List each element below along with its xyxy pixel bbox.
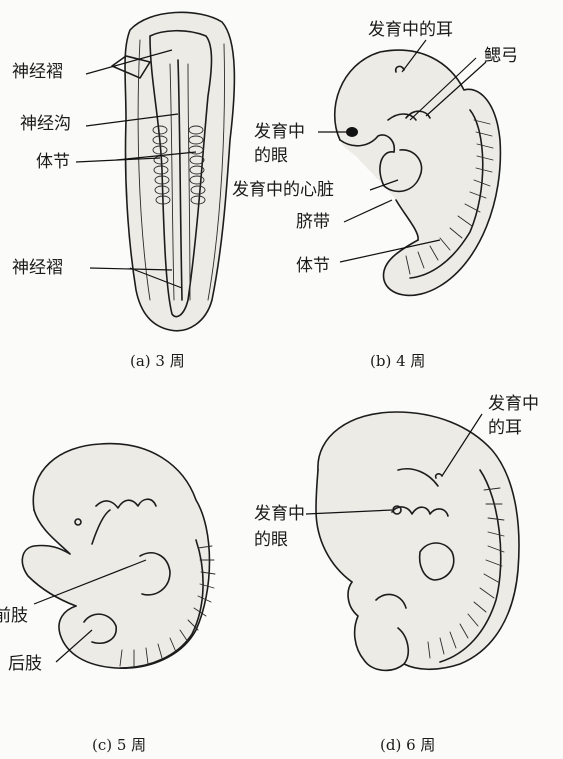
label-developing-ear-d-line2: 的耳 bbox=[488, 418, 522, 438]
caption-week-4: (b) 4 周 bbox=[370, 352, 425, 370]
label-neural-fold-top: 神经褶 bbox=[12, 62, 63, 82]
label-developing-eye-d-line1: 发育中 bbox=[254, 504, 305, 524]
embryo-week-4-drawing bbox=[318, 40, 500, 295]
label-developing-ear-b: 发育中的耳 bbox=[368, 20, 453, 40]
label-forelimb: 前肢 bbox=[0, 606, 28, 626]
caption-week-6: (d) 6 周 bbox=[380, 736, 435, 754]
embryo-week-3-drawing bbox=[76, 12, 234, 330]
label-developing-eye-b-line2: 的眼 bbox=[254, 146, 288, 166]
label-branchial-arch: 鳃弓 bbox=[484, 46, 518, 66]
label-neural-fold-bottom: 神经褶 bbox=[12, 258, 63, 278]
caption-week-3: (a) 3 周 bbox=[130, 352, 185, 370]
caption-week-5: (c) 5 周 bbox=[92, 736, 146, 754]
label-neural-groove: 神经沟 bbox=[20, 114, 71, 134]
embryo-week-5-drawing bbox=[22, 444, 215, 669]
label-developing-eye-b-line1: 发育中 bbox=[254, 122, 305, 142]
label-umbilical-cord: 脐带 bbox=[296, 212, 330, 232]
label-somites-b: 体节 bbox=[296, 256, 330, 276]
label-developing-heart: 发育中的心脏 bbox=[232, 180, 334, 200]
embryo-week-6-drawing bbox=[306, 412, 519, 670]
label-developing-ear-d-line1: 发育中 bbox=[488, 394, 539, 414]
label-developing-eye-d-line2: 的眼 bbox=[254, 530, 288, 550]
label-hindlimb: 后肢 bbox=[8, 654, 42, 674]
label-somites-a: 体节 bbox=[36, 152, 70, 172]
